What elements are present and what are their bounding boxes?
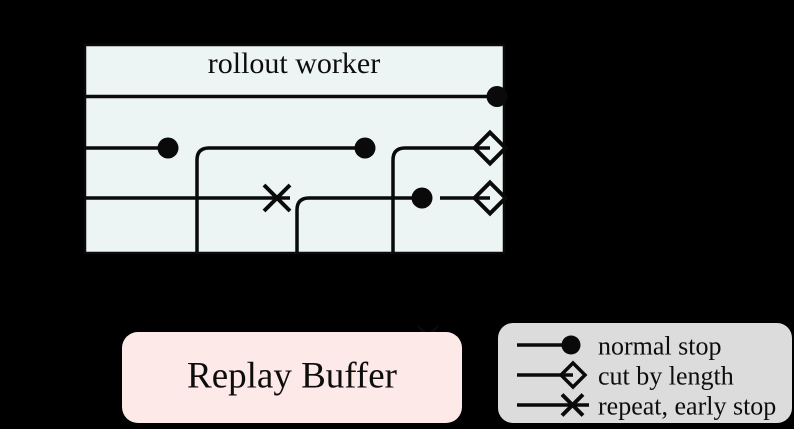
replay-buffer-label: Replay Buffer <box>187 356 397 397</box>
normal-stop-icon <box>411 187 433 209</box>
legend-label-normal-stop: normal stop <box>598 332 722 361</box>
trajectory-segment <box>195 146 365 254</box>
normal-stop-icon <box>354 137 376 159</box>
rollout-worker-title: rollout worker <box>208 47 380 80</box>
normal-stop-icon <box>486 86 508 107</box>
repeat-early-stop-icon <box>560 393 585 417</box>
legend-label-repeat-early-stop: repeat, early stop <box>598 392 776 421</box>
trajectory-segment <box>295 196 422 254</box>
trajectory-segment <box>391 146 490 254</box>
repeat-early-stop-icon <box>262 183 292 213</box>
normal-stop-icon <box>157 137 179 159</box>
replay-buffer-box <box>122 332 462 423</box>
legend-label-cut-by-length: cut by length <box>598 362 734 391</box>
normal-stop-icon <box>561 335 581 355</box>
